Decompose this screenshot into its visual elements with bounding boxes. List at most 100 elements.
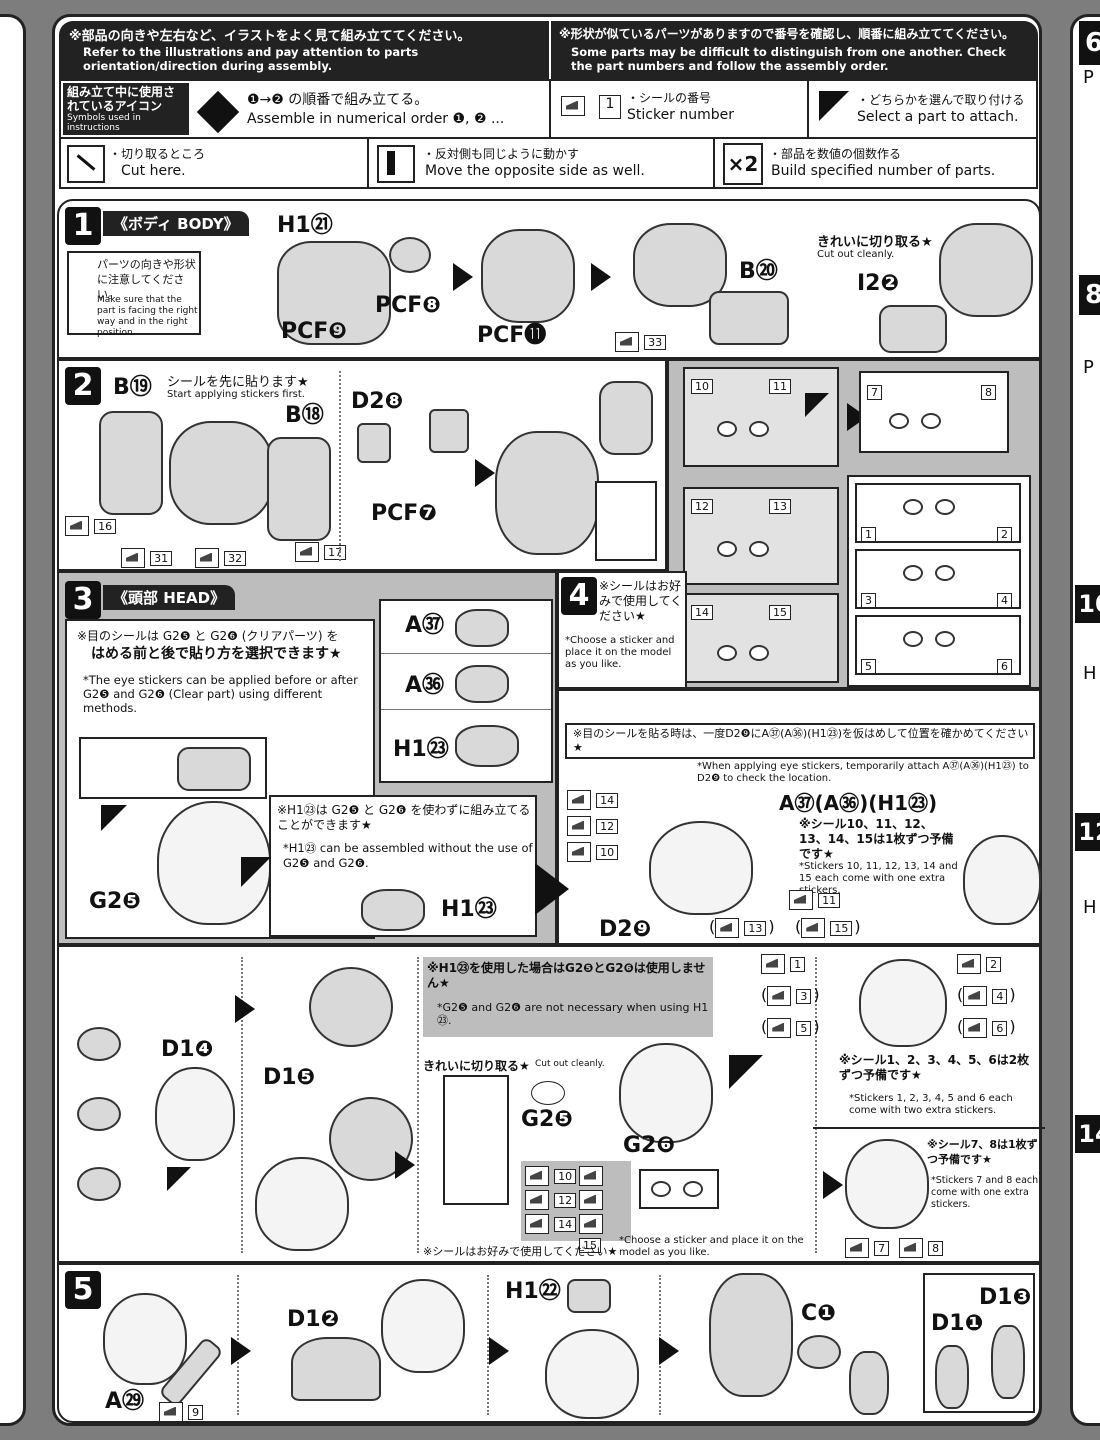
grid-sticker-15: 15 <box>579 1213 631 1253</box>
step-4-spare-jp: ※シール10、11、12、13、14、15は1枚ずつ予備です★ <box>799 817 954 861</box>
sticker-5-label: 5 <box>861 659 876 674</box>
step-1-number: 1 <box>65 207 101 245</box>
step-4-sticker-10: 10 <box>567 841 620 862</box>
sticker-2: 2 <box>997 523 1014 542</box>
x2-icon: ×2 <box>723 143 763 185</box>
step-4-sticker-12: 12 <box>567 815 620 836</box>
eye-option-7-8: 7 8 <box>859 371 1009 453</box>
step-4-h1-en: *G2❺ and G2❻ are not necessary when usin… <box>437 1001 709 1027</box>
sticker-3-label: 3 <box>861 593 876 608</box>
step-4-choose-jp: ※シールはお好みで使用してください★ <box>423 1245 618 1258</box>
step-4-sticker-14-label: 14 <box>596 793 619 808</box>
step-4-sticker-11: 11 <box>789 889 842 910</box>
step-4-spare16-en: *Stickers 1, 2, 3, 4, 5 and 6 each come … <box>849 1093 1013 1116</box>
step-4-sticker-12-label: 12 <box>596 819 619 834</box>
d2-part-illustration <box>357 423 391 463</box>
step-1-panel: 1 《ボディ BODY》 パーツの向きや形状に注意してください。 Make su… <box>57 199 1041 359</box>
b19-part-illustration <box>99 411 163 515</box>
step-1-note-jp: パーツの向きや形状に注意してください。 <box>97 258 196 301</box>
select-icon <box>819 91 849 121</box>
step-2-detail-box <box>595 481 657 561</box>
opposite-en: Move the opposite side as well. <box>425 163 645 179</box>
part-h1-23-b: H1㉓ <box>441 897 497 922</box>
part-g2-5: G2❺ <box>89 889 141 914</box>
face-illustration <box>255 1157 349 1251</box>
step-3-note-jp2: はめる前と後で貼り方を選択できます★ <box>91 646 342 662</box>
sticker-15: 15 <box>769 601 793 620</box>
right-step-number: 14 <box>1075 1115 1100 1153</box>
a36-part-illustration <box>455 665 509 703</box>
d1-4-part-illustration <box>77 1167 121 1201</box>
icon-legend-title: 組み立て中に使用されているアイコン Symbols used in instru… <box>63 83 189 135</box>
part-pcf8: PCF❽ <box>375 293 441 318</box>
sticker-33-label: 33 <box>644 335 667 350</box>
sticker-14-label: 14 <box>691 605 713 620</box>
sticker-4-label: 4 <box>997 593 1012 608</box>
eye-option-1-2: 1 2 <box>855 483 1021 543</box>
arrow-icon <box>489 1337 509 1365</box>
right-sticker-2: 2 <box>957 953 1003 974</box>
sticker-icon <box>561 95 585 116</box>
head-back-illustration <box>709 1273 793 1397</box>
part-a37: A㊲ <box>405 613 445 638</box>
head-eyes-illustration <box>619 1043 713 1143</box>
select-jp: ・どちらかを選んで取り付ける <box>857 93 1025 107</box>
b20-part-illustration <box>709 291 789 345</box>
right-sticker-2-label: 2 <box>986 957 1002 972</box>
face-hair-illustration <box>545 1329 639 1419</box>
step-3-part-options: A㊲ A㊱ H1㉓ <box>379 599 553 783</box>
sticker-9-label: 9 <box>188 1405 204 1420</box>
eyes-illustration <box>711 421 775 441</box>
sticker-number-box: 1 <box>599 95 621 119</box>
part-g2-5: G2❺ <box>521 1107 573 1132</box>
eyes-illustration <box>711 645 775 665</box>
part-d1-2: D1❷ <box>287 1307 340 1332</box>
sticker-6: 6 <box>997 655 1014 674</box>
step-4-note-jp: ※シールはお好みで使用してください★ <box>599 579 683 623</box>
step-4-sticker-15-label: 15 <box>830 921 853 936</box>
part-b18: B⑱ <box>285 403 324 428</box>
sticker-14: 14 <box>691 601 715 620</box>
order-en: Assemble in numerical order ❶, ❷ ... <box>247 111 505 127</box>
arrow-icon <box>231 1337 251 1365</box>
sticker-3: 3 <box>861 589 878 608</box>
sticker-12: 12 <box>691 495 715 514</box>
right-arrow-icon <box>535 863 569 915</box>
step-4-spare78-jp: ※シール7、8は1枚ずつ予備です★ <box>927 1138 1038 1166</box>
right-sticker-4: ( 4) <box>957 985 1016 1006</box>
step-4-h1-jp: ※H1㉓を使用した場合はG2❺とG2❻は使用しません★ <box>427 961 706 990</box>
step-2-panel: 2 B⑲ シールを先に貼ります★ Start applying stickers… <box>57 359 667 571</box>
right-step-number: 8 <box>1079 275 1100 315</box>
step-4-place-en: *When applying eye stickers, temporarily… <box>697 761 1029 784</box>
face-illustration <box>381 1279 465 1373</box>
header-left-en: Refer to the illustrations and pay atten… <box>83 45 419 73</box>
step-1-title: 《ボディ BODY》 <box>103 211 249 236</box>
h1-23-part-illustration <box>455 725 519 767</box>
eye-option-10-11: 10 11 <box>683 367 839 467</box>
eye-option-12-13: 12 13 <box>683 487 839 585</box>
step-5-panel: 5 A㉙ 9 D1❷ H1㉒ C❶ D1❸ D1❶ <box>57 1263 1041 1423</box>
right-letter: H <box>1083 897 1097 918</box>
grid-sticker-15-label: 15 <box>579 1237 601 1253</box>
sticker-1-label: 1 <box>861 527 876 542</box>
step-4-sticker-11-label: 11 <box>818 893 841 908</box>
d2-detail-illustration <box>599 381 653 455</box>
step-1-note: パーツの向きや形状に注意してください。 Make sure that the p… <box>67 251 201 338</box>
sticker-5: 5 <box>861 655 878 674</box>
h1-23-assembly-illustration <box>361 889 425 931</box>
sticker-16-label: 16 <box>94 519 117 534</box>
pcf8-part-illustration <box>389 237 431 273</box>
right-letter: P <box>1083 67 1094 88</box>
right-step-number: 12 <box>1075 813 1100 851</box>
step-4-cut-en: Cut out cleanly. <box>535 1059 605 1069</box>
part-b20: B⑳ <box>739 259 778 284</box>
step-3-panel: 3 《頭部 HEAD》 ※目のシールは G2❺ と G2❻ (クリアパーツ) を… <box>57 571 557 945</box>
step-3-note-jp1: ※目のシールは G2❺ と G2❻ (クリアパーツ) を <box>77 629 339 643</box>
opposite-icon <box>377 145 415 183</box>
header-right-jp: ※形状が似ているパーツがありますので番号を確認し、順番に組み立ててください。 <box>559 27 1015 41</box>
step-4-place-note: ※目のシールを貼る時は、一度D2❾にA㊲(A㊱)(H1㉓)を仮はめして位置を確か… <box>565 723 1035 759</box>
eye-option-3-4: 3 4 <box>855 549 1021 609</box>
sticker-8-b: 8 <box>899 1237 945 1258</box>
step-4-place-jp: ※目のシールを貼る時は、一度D2❾にA㊲(A㊱)(H1㉓)を仮はめして位置を確か… <box>573 727 1029 754</box>
step-2-note-jp: シールを先に貼ります★ <box>167 375 309 390</box>
